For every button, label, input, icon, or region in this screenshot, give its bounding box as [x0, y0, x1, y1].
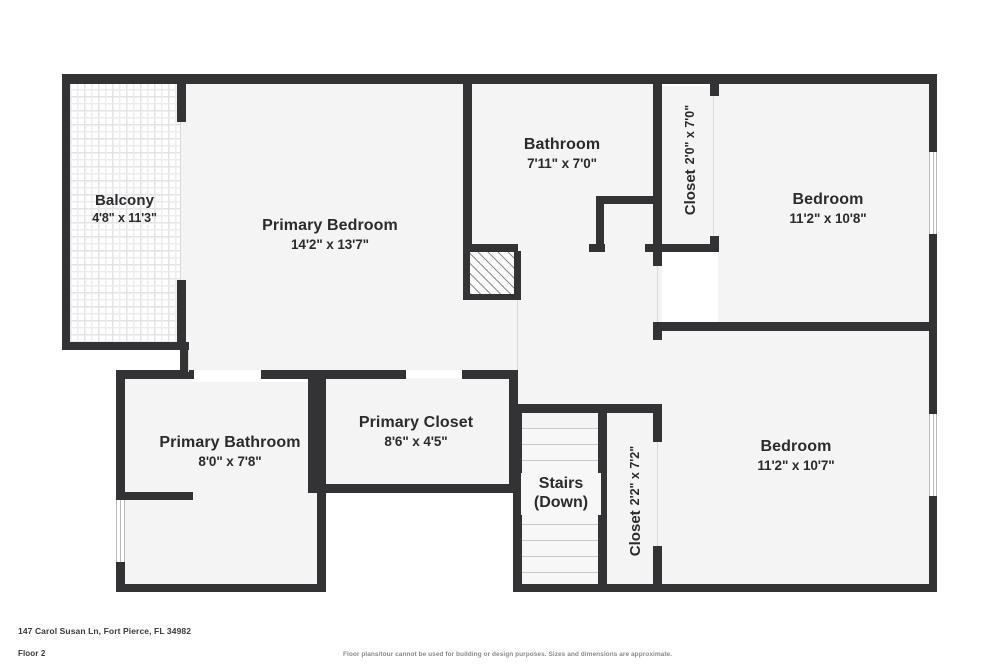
- wall-exterior-left-balcony: [62, 74, 70, 350]
- window-primary-bathroom: [116, 498, 125, 562]
- wall-balcony-right-lower: [177, 280, 186, 350]
- wall-bathroom-right: [653, 74, 662, 252]
- room-fill-primary-bedroom: [181, 80, 463, 370]
- wall-bathroom-nook-left: [596, 196, 604, 250]
- label-closet-lower-dims: 2'2" x 7'2": [628, 445, 642, 506]
- wall-primary-bedroom-right: [463, 74, 472, 252]
- stair-tread: [521, 460, 601, 461]
- wall-jamb-balcony-bath: [180, 342, 189, 372]
- stair-tread: [521, 524, 601, 525]
- wall-closet-upper-bottom: [653, 244, 719, 252]
- wall-exterior-bottom-right: [513, 584, 937, 592]
- wall-primary-bedroom-lower-line: [188, 350, 189, 372]
- label-closet-upper-name: Closet: [681, 169, 699, 216]
- wall-exterior-right-lower-a: [929, 322, 937, 414]
- wall-primary-bathroom-right: [317, 370, 326, 592]
- room-fill-stairs-landing: [521, 412, 601, 428]
- room-fill-bedroom-upper: [718, 80, 937, 323]
- stairs-body: [521, 428, 601, 588]
- window-bedroom-lower: [929, 414, 937, 496]
- stair-tread: [521, 492, 601, 493]
- wall-balcony-right-upper: [177, 74, 186, 122]
- wall-stairs-left: [513, 404, 522, 592]
- label-closet-upper-dims: 2'0" x 7'0": [683, 104, 697, 165]
- stair-tread: [521, 572, 601, 573]
- wall-primary-closet-top-left: [308, 370, 406, 379]
- wall-hallway-right-line: [657, 266, 658, 322]
- primary-closet-door-opening: [406, 371, 462, 378]
- room-fill-hallway: [518, 246, 662, 426]
- wall-closet-lower-right-top: [653, 404, 662, 442]
- primary-bathroom-door-opening: [194, 371, 261, 378]
- room-fill-primary-closet: [313, 376, 518, 492]
- wall-primary-closet-bottom: [308, 484, 518, 493]
- room-fill-closet-lower: [607, 412, 662, 588]
- label-closet-upper: Closet 2'0" x 7'0": [676, 80, 704, 240]
- label-closet-lower: Closet 2'2" x 7'2": [621, 421, 649, 581]
- wall-balcony-bottom: [62, 342, 189, 350]
- stair-tread: [521, 476, 601, 477]
- wall-primary-bathroom-left-a: [116, 370, 125, 498]
- room-fill-closet-upper: [662, 86, 718, 246]
- wall-closet-upper-right-top: [710, 74, 719, 96]
- stair-tread: [521, 428, 601, 429]
- wall-primary-bathroom-top-left: [116, 370, 194, 379]
- room-fill-balcony: [68, 80, 181, 344]
- wall-primary-closet-left: [308, 370, 317, 492]
- stair-tread: [521, 556, 601, 557]
- wall-primary-bathroom-partition: [116, 492, 193, 500]
- wall-exterior-top: [62, 74, 937, 84]
- wall-primary-bathroom-bottom: [116, 584, 326, 592]
- wall-closet-lower-right-bottom: [653, 546, 662, 592]
- wall-hallway-right-stub-top: [653, 244, 662, 266]
- room-fill-primary-bathroom: [122, 382, 320, 588]
- duct-chase-hatch: [470, 252, 514, 294]
- closet-upper-door-opening: [713, 96, 714, 236]
- bathroom-door-opening-right: [605, 245, 645, 251]
- label-closet-lower-name: Closet: [626, 510, 644, 557]
- stair-tread: [521, 444, 601, 445]
- wall-exterior-right-lower-b: [929, 496, 937, 592]
- wall-hallway-lower-right-stub: [653, 322, 662, 340]
- wall-stairs-top: [513, 404, 601, 413]
- wall-bathroom-bottom-jamb: [589, 244, 605, 252]
- balcony-door-opening: [180, 122, 181, 280]
- wall-exterior-right-upper-b: [929, 234, 937, 330]
- wall-closet-lower-left: [598, 404, 607, 592]
- stair-tread: [521, 540, 601, 541]
- footer-disclaimer: Floor plans/tour cannot be used for buil…: [343, 651, 673, 658]
- wall-bathroom-nook-top: [596, 196, 658, 204]
- footer-address: 147 Carol Susan Ln, Fort Pierce, FL 3498…: [18, 626, 192, 636]
- wall-closet-lower-top: [598, 404, 662, 413]
- footer-floor-label: Floor 2: [18, 649, 46, 658]
- wall-exterior-right-upper-a: [929, 74, 937, 152]
- closet-lower-door-opening: [657, 442, 658, 546]
- bathroom-door-opening: [518, 245, 589, 251]
- wall-primary-bathroom-top-right: [261, 370, 317, 379]
- window-bedroom-upper: [929, 152, 937, 234]
- wall-bedroom-divider: [662, 322, 937, 331]
- stair-tread: [521, 508, 601, 509]
- room-fill-bathroom-nook: [596, 196, 655, 246]
- wall-primary-closet-right: [509, 370, 518, 493]
- wall-primary-closet-top-right: [462, 370, 518, 379]
- wall-hallway-left-line: [517, 252, 518, 372]
- wall-primary-bathroom-left-b: [116, 562, 125, 592]
- room-fill-bedroom-lower: [662, 323, 937, 588]
